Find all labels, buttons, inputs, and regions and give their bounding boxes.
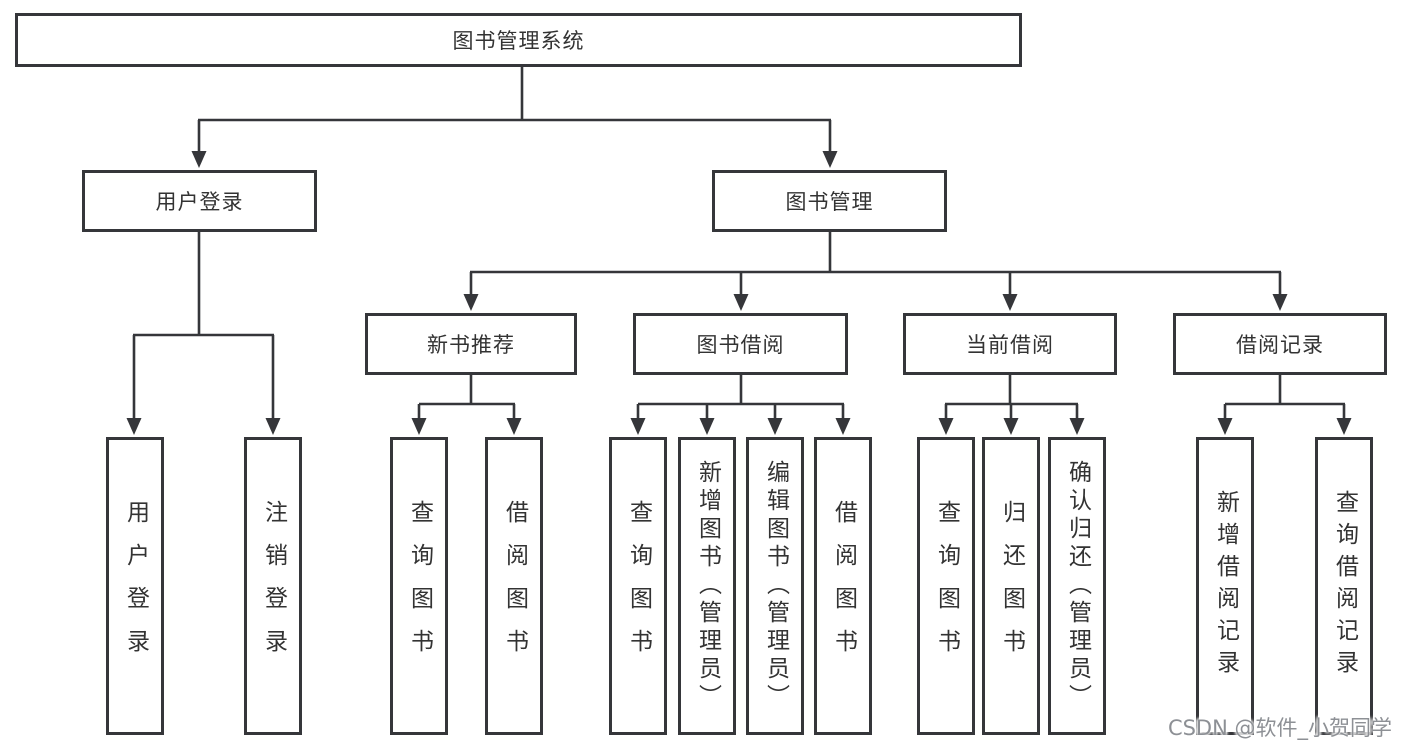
node-label: 新增借阅记录 <box>1212 490 1239 682</box>
leaf-query-borrow-record: 查询借阅记录 <box>1315 437 1373 735</box>
node-book-management: 图书管理 <box>712 170 947 232</box>
node-label: 借阅图书 <box>830 500 857 672</box>
leaf-borrow-books-recommend: 借阅图书 <box>485 437 543 735</box>
node-label: 查询图书 <box>625 500 652 672</box>
leaf-query-books-current: 查询图书 <box>917 437 975 735</box>
leaf-edit-book-admin: 编辑图书（管理员） <box>746 437 804 735</box>
leaf-logout: 注销登录 <box>244 437 302 735</box>
node-label: 新书推荐 <box>427 333 515 357</box>
node-label: 图书借阅 <box>696 333 785 357</box>
leaf-add-borrow-record: 新增借阅记录 <box>1196 437 1254 735</box>
node-label: 归还图书 <box>998 500 1025 672</box>
node-label: 查询借阅记录 <box>1331 490 1358 682</box>
node-label: 图书管理系统 <box>452 29 585 53</box>
node-label: 当前借阅 <box>966 333 1054 357</box>
node-label: 注销登录 <box>260 500 287 672</box>
node-label: 新增图书（管理员） <box>694 460 721 712</box>
node-label: 借阅图书 <box>501 500 528 672</box>
node-label: 编辑图书（管理员） <box>762 460 789 712</box>
leaf-borrow-books: 借阅图书 <box>814 437 872 735</box>
node-user-login: 用户登录 <box>82 170 317 232</box>
node-library-management-system: 图书管理系统 <box>15 13 1022 67</box>
node-label: 图书管理 <box>785 190 874 214</box>
node-label: 确认归还（管理员） <box>1064 460 1091 712</box>
node-label: 用户登录 <box>122 500 149 672</box>
leaf-user-login: 用户登录 <box>106 437 164 735</box>
leaf-add-book-admin: 新增图书（管理员） <box>678 437 736 735</box>
node-label: 用户登录 <box>155 190 244 214</box>
node-label: 查询图书 <box>406 500 433 672</box>
node-new-book-recommendation: 新书推荐 <box>365 313 577 375</box>
leaf-confirm-return-admin: 确认归还（管理员） <box>1048 437 1106 735</box>
node-label: 查询图书 <box>933 500 960 672</box>
node-label: 借阅记录 <box>1236 333 1324 357</box>
leaf-query-books-recommend: 查询图书 <box>390 437 448 735</box>
watermark: CSDN @软件_小贺同学 <box>1167 716 1392 740</box>
leaf-query-books-borrow: 查询图书 <box>609 437 667 735</box>
leaf-return-books: 归还图书 <box>982 437 1040 735</box>
node-borrowing-records: 借阅记录 <box>1173 313 1387 375</box>
node-book-borrowing: 图书借阅 <box>633 313 848 375</box>
node-current-borrowing: 当前借阅 <box>903 313 1117 375</box>
